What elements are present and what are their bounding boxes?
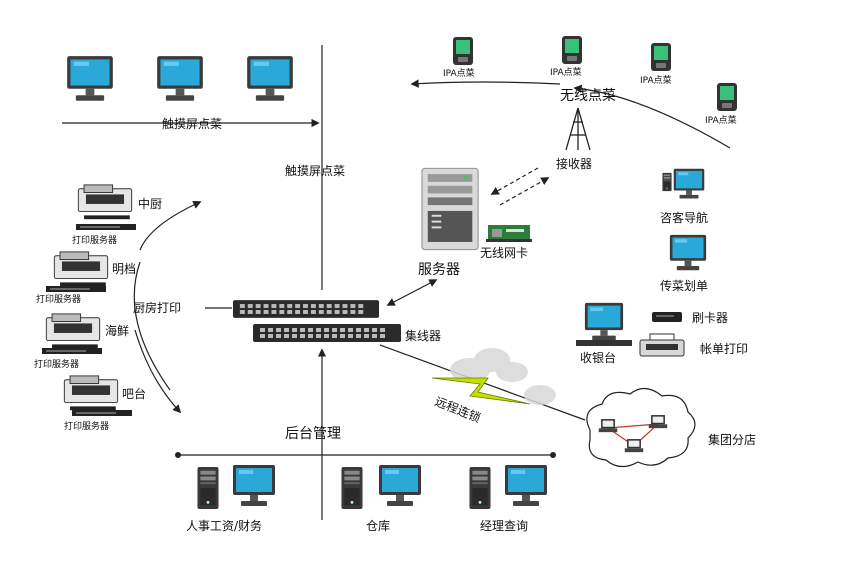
wireless-order-label: 无线点菜: [560, 88, 616, 104]
switch-top: [232, 300, 380, 318]
kitchen-print-label: 厨房打印: [133, 300, 181, 315]
wireless-nic-label: 无线网卡: [480, 246, 528, 260]
hub-label: 集线器: [405, 328, 441, 343]
group-laptop-3: [624, 439, 644, 453]
backend-label: 后台管理: [285, 426, 341, 442]
bill-printer-icon: [639, 333, 685, 357]
remote-cloud-icon: [450, 348, 556, 405]
group-cloud-icon: [586, 387, 696, 468]
receiver-label: 接收器: [556, 156, 592, 171]
printer-batai: [63, 375, 119, 411]
ipa-device-2: [562, 36, 582, 64]
bill-print-label: 帐单打印: [700, 341, 748, 356]
guest-nav-label: 咨客导航: [660, 210, 708, 225]
lightning-icon: [431, 377, 531, 405]
server-icon: [421, 167, 479, 251]
manager-label: 经理查询: [480, 519, 528, 533]
touch-monitor-3: [247, 56, 293, 101]
printserver-box-4: [72, 410, 132, 416]
group-label: 集团分店: [708, 432, 756, 447]
guest-nav-monitor: [673, 168, 705, 199]
ipa-device-1: [453, 37, 473, 65]
printer-mingdang: [53, 251, 109, 287]
warehouse-monitor: [379, 465, 421, 506]
touch-mid-label: 触摸屏点菜: [285, 164, 345, 178]
ipa-device-3: [651, 43, 671, 71]
remote-label: 远程连锁: [433, 393, 483, 425]
ipa-label-4: IPA点菜: [705, 114, 737, 126]
ipa-label-1: IPA点菜: [443, 67, 475, 79]
cashier-label: 收银台: [580, 350, 616, 365]
print-server-label-4: 打印服务器: [64, 420, 109, 432]
printserver-box-2: [46, 286, 106, 292]
manager-tower: [469, 466, 491, 510]
cashier-monitor: [584, 302, 624, 341]
touch-monitor-1: [67, 56, 113, 101]
server-label: 服务器: [418, 262, 460, 278]
printserver-box-1: [76, 224, 136, 230]
zhongchu-label: 中厨: [138, 196, 162, 211]
hr-label: 人事工资/财务: [186, 518, 262, 533]
touch-monitor-2: [157, 56, 203, 101]
wireless-nic-icon: [486, 225, 532, 242]
printserver-box-3: [42, 348, 102, 354]
print-server-label-2: 打印服务器: [36, 293, 81, 305]
group-laptop-2: [648, 415, 668, 429]
haixian-label: 海鲜: [105, 323, 129, 338]
backend-node-left: [175, 452, 181, 458]
hr-tower: [197, 466, 219, 510]
warehouse-tower: [341, 466, 363, 510]
warehouse-label: 仓库: [366, 518, 390, 533]
printer-zhongchu: [77, 184, 133, 220]
hr-monitor: [233, 465, 275, 506]
group-laptop-1: [598, 419, 618, 433]
card-reader-icon: [652, 312, 682, 322]
touch-top-label: 触摸屏点菜: [162, 117, 222, 131]
mingdang-label: 明档: [112, 262, 136, 276]
ipa-label-3: IPA点菜: [640, 74, 672, 86]
dish-mark-monitor: [669, 234, 707, 271]
ipa-device-4: [717, 83, 737, 111]
ipa-label-2: IPA点菜: [550, 66, 582, 78]
print-server-label-3: 打印服务器: [34, 358, 79, 370]
dish-mark-label: 传菜划单: [660, 278, 708, 293]
print-server-label-1: 打印服务器: [72, 234, 117, 246]
card-reader-label: 刷卡器: [692, 311, 728, 325]
switch-bottom: [253, 324, 401, 342]
cashier-drawer: [576, 340, 632, 346]
receiver-tower-icon: [565, 107, 591, 151]
batai-label: 吧台: [122, 386, 146, 401]
printer-haixian: [45, 313, 101, 349]
backend-node-right: [550, 452, 556, 458]
guest-nav-tower: [662, 172, 672, 192]
manager-monitor: [505, 465, 547, 506]
